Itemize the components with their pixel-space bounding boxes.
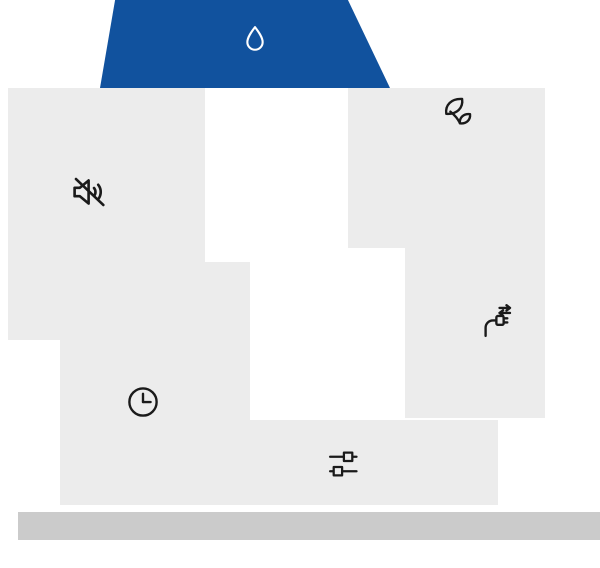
plug-sync-icon[interactable] bbox=[478, 303, 516, 341]
panel-bottom bbox=[205, 420, 498, 505]
bottom-bar bbox=[18, 512, 600, 540]
clock-icon[interactable] bbox=[124, 383, 162, 421]
banner bbox=[100, 0, 390, 88]
water-drop-icon bbox=[246, 26, 264, 51]
panel-right bbox=[405, 155, 545, 418]
leaf-icon[interactable] bbox=[439, 92, 477, 130]
sliders-icon[interactable] bbox=[325, 446, 361, 482]
speaker-mute-icon[interactable] bbox=[69, 171, 111, 213]
